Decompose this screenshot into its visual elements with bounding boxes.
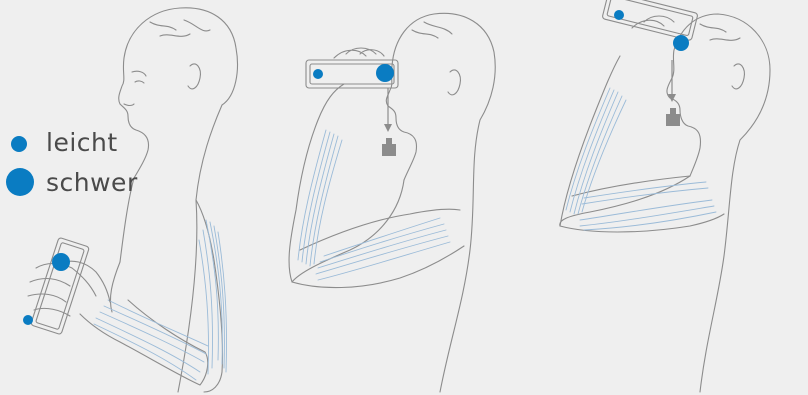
figure-1-light-point — [23, 315, 33, 325]
figure-3-light-point — [614, 10, 624, 20]
figure-1-device — [31, 237, 90, 334]
figure-2-light-point — [313, 69, 323, 79]
figure-1-head — [119, 8, 238, 392]
figure-device-eyes — [289, 13, 495, 392]
figure-3-weight-arrow — [666, 60, 680, 126]
figure-2-weight-arrow — [382, 88, 396, 156]
light-dot-icon — [11, 136, 27, 152]
figure-3-heavy-point — [673, 35, 689, 51]
figure-2-heavy-point — [376, 64, 394, 82]
figure-device-low — [23, 8, 237, 392]
heavy-dot-icon — [6, 168, 34, 196]
figure-device-tilted — [560, 0, 770, 392]
legend-light-label: leicht — [46, 128, 118, 157]
figure-1-heavy-point — [52, 253, 70, 271]
figure-3-muscles — [566, 88, 716, 230]
legend-heavy-label: schwer — [46, 168, 138, 197]
figure-2-muscles — [298, 130, 450, 280]
